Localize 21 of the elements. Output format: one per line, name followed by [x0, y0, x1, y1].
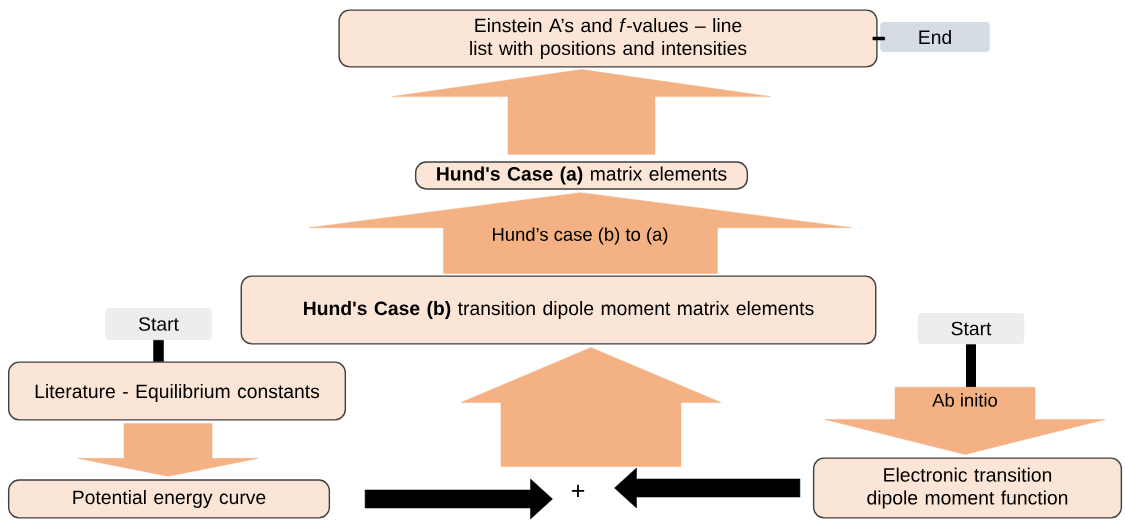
connector-line — [153, 340, 164, 362]
edge-label: Ab initio — [932, 393, 997, 407]
process-box: Hund's Case (b) transition dipole moment matrix elements — [240, 275, 877, 345]
plus-sign: + — [571, 484, 585, 498]
block-arrow — [364, 478, 553, 520]
process-box: Einstein A’s and f-values – line list with positions and intensities — [338, 9, 878, 68]
block-arrow — [824, 387, 1106, 455]
process-box: Hund's Case (a) matrix elements — [414, 161, 749, 190]
process-box: Potential energy curve — [7, 479, 331, 519]
connector-line — [872, 36, 885, 41]
edge-label: Hund’s case (b) to (a) — [493, 227, 668, 245]
process-box: Electronic transition dipole moment function — [812, 457, 1123, 519]
block-arrow — [460, 347, 722, 467]
block-arrow — [392, 69, 771, 155]
block-arrow — [77, 423, 259, 477]
block-arrow — [614, 467, 801, 509]
start-box: Start — [105, 308, 212, 340]
end-box: End — [880, 22, 990, 52]
process-box: Literature - Equilibrium constants — [8, 361, 347, 421]
block-arrow — [309, 192, 852, 274]
start-box: Start — [917, 313, 1025, 344]
